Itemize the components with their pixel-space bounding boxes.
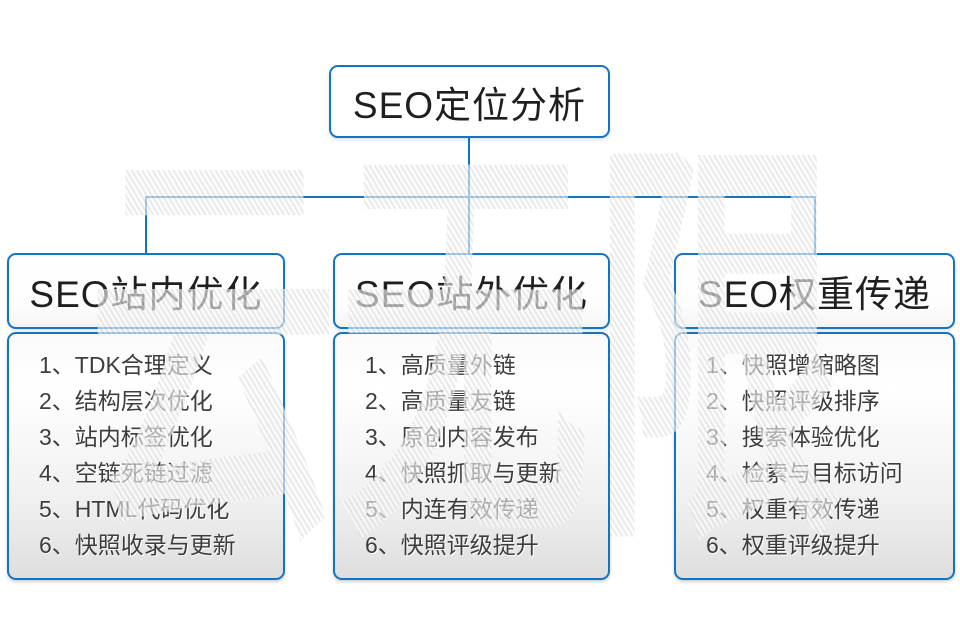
list-item: 4、空链死链过滤 — [39, 460, 213, 486]
list-item: 6、快照收录与更新 — [39, 532, 236, 558]
list-item: 5、HTML代码优化 — [39, 496, 230, 522]
root-node-title: SEO定位分析 — [352, 84, 587, 126]
connector-drop-middle — [468, 196, 470, 254]
column-header-weight: SEO权重传递 — [674, 253, 955, 329]
column-title-offsite: SEO站外优化 — [354, 274, 589, 315]
column-list-weight: 1、快照增缩略图 2、快照评级排序 3、搜索体验优化 4、检索与目标访问 5、权… — [674, 332, 955, 580]
list-item: 4、检索与目标访问 — [706, 460, 903, 486]
list-item: 1、快照增缩略图 — [706, 352, 880, 378]
list-item: 2、快照评级排序 — [706, 388, 880, 414]
list-item: 2、高质量友链 — [365, 388, 516, 414]
list-item: 3、原创内容发布 — [365, 424, 539, 450]
list-item: 2、结构层次优化 — [39, 388, 213, 414]
item-list-offsite: 1、高质量外链 2、高质量友链 3、原创内容发布 4、快照抓取与更新 5、内连有… — [335, 334, 608, 563]
connector-drop-right — [814, 196, 816, 254]
connector-root-drop — [468, 137, 470, 197]
list-item: 6、权重评级提升 — [706, 532, 880, 558]
item-list-onsite: 1、TDK合理定义 2、结构层次优化 3、站内标签优化 4、空链死链过滤 5、H… — [9, 334, 283, 563]
connector-drop-left — [145, 196, 147, 254]
column-list-offsite: 1、高质量外链 2、高质量友链 3、原创内容发布 4、快照抓取与更新 5、内连有… — [333, 332, 610, 580]
list-item: 1、高质量外链 — [365, 352, 516, 378]
list-item: 6、快照评级提升 — [365, 532, 539, 558]
list-item: 5、权重有效传递 — [706, 496, 880, 522]
item-list-weight: 1、快照增缩略图 2、快照评级排序 3、搜索体验优化 4、检索与目标访问 5、权… — [676, 334, 953, 563]
column-header-offsite: SEO站外优化 — [333, 253, 610, 329]
list-item: 3、搜索体验优化 — [706, 424, 880, 450]
column-header-onsite: SEO站内优化 — [7, 253, 285, 329]
list-item: 1、TDK合理定义 — [39, 352, 213, 378]
list-item: 5、内连有效传递 — [365, 496, 539, 522]
list-item: 3、站内标签优化 — [39, 424, 213, 450]
column-title-onsite: SEO站内优化 — [29, 274, 263, 315]
column-list-onsite: 1、TDK合理定义 2、结构层次优化 3、站内标签优化 4、空链死链过滤 5、H… — [7, 332, 285, 580]
list-item: 4、快照抓取与更新 — [365, 460, 562, 486]
connector-horizontal-bar — [145, 196, 816, 198]
column-title-weight: SEO权重传递 — [697, 274, 932, 315]
root-node: SEO定位分析 — [329, 65, 610, 138]
